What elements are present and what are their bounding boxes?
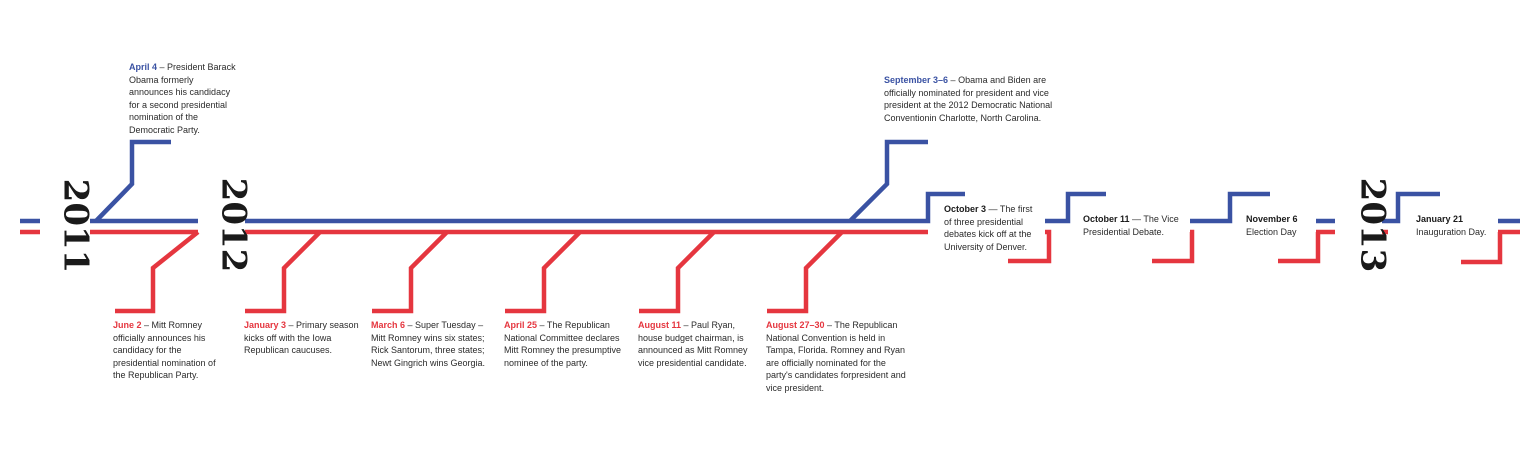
event-text: Election Day [1246, 226, 1297, 237]
event-text: Primary season kicks off with the Iowa R… [244, 320, 359, 356]
event-date: August 11 [638, 320, 682, 330]
event-text: The Vice Presidential Debate. [1083, 214, 1179, 237]
event-text: Inauguration Day. [1416, 226, 1487, 237]
event-text: The Republican National Committee declar… [504, 320, 622, 368]
event-date: March 6 [371, 320, 406, 330]
republican-track-segment-6 [1461, 229, 1520, 265]
event-separator: – [537, 320, 547, 330]
event-text: Paul Ryan, house budget chairman, is ann… [638, 320, 748, 368]
event-august-11: August 11 – Paul Ryan, house budget chai… [638, 319, 753, 369]
event-separator: — [1129, 214, 1144, 224]
event-date: January 21 [1416, 214, 1464, 224]
year-label-2011: 2011 [55, 178, 96, 274]
event-separator: – [157, 62, 168, 72]
event-separator: – [141, 320, 152, 330]
event-date: September 3–6 [884, 75, 949, 85]
event-text: President Barack Obama formerly announce… [129, 62, 236, 135]
event-date: June 2 [113, 320, 142, 330]
event-separator: – [824, 320, 835, 330]
democratic-track-segment-2 [1045, 191, 1106, 224]
democratic-track-segment-3 [1190, 191, 1270, 224]
republican-connector-january-3 [245, 230, 322, 314]
event-october-11: October 11 — The Vice Presidential Debat… [1083, 213, 1183, 238]
republican-connector-august-27 [767, 230, 844, 314]
event-text: Super Tuesday – Mitt Romney wins six sta… [371, 320, 486, 368]
democratic-connector-april-4 [94, 139, 171, 223]
event-date: April 25 [504, 320, 538, 330]
republican-connector-august-11 [639, 230, 716, 314]
event-date: April 4 [129, 62, 158, 72]
event-text: The first of three presidential debates … [944, 204, 1033, 252]
event-text: Obama and Biden are officially nominated… [884, 75, 1053, 123]
event-date: January 3 [244, 320, 287, 330]
event-january-3: January 3 – Primary season kicks off wit… [244, 319, 359, 357]
event-text: Mitt Romney officially announces his can… [113, 320, 216, 381]
event-april-25: April 25 – The Republican National Commi… [504, 319, 624, 369]
event-separator: – [681, 320, 692, 330]
year-label-2012: 2012 [213, 177, 254, 273]
event-january-21: January 21 Inauguration Day. [1416, 213, 1501, 238]
event-separator: – [948, 75, 959, 85]
event-date: October 3 [944, 204, 987, 214]
event-date: October 11 [1083, 214, 1130, 224]
event-march-6: March 6 – Super Tuesday – Mitt Romney wi… [371, 319, 491, 369]
event-november-6: November 6 Election Day [1246, 213, 1316, 238]
republican-track-segment-4 [1278, 229, 1335, 264]
event-september-3-6: September 3–6 – Obama and Biden are offi… [884, 74, 1054, 124]
event-august-27-30: August 27–30 – The Republican National C… [766, 319, 911, 395]
event-date: November 6 [1246, 214, 1298, 224]
event-june-2: June 2 – Mitt Romney officially announce… [113, 319, 223, 382]
republican-connector-june-2 [115, 230, 200, 314]
event-separator: – [405, 320, 416, 330]
republican-track-segment-3 [1152, 229, 1195, 264]
republican-track-segment-2 [1008, 229, 1052, 264]
year-label-2013: 2013 [1352, 177, 1393, 273]
event-text: The Republican National Convention is he… [766, 320, 906, 393]
event-separator: – [286, 320, 297, 330]
republican-connector-march-6 [372, 230, 449, 314]
event-separator: — [986, 204, 1000, 214]
event-april-4: April 4 – President Barack Obama formerl… [129, 61, 239, 137]
democratic-track-segment-5 [1382, 191, 1440, 224]
republican-connector-april-25 [505, 230, 582, 314]
event-october-3: October 3 — The first of three president… [944, 203, 1039, 253]
democratic-track [20, 139, 965, 224]
event-date: August 27–30 [766, 320, 825, 330]
